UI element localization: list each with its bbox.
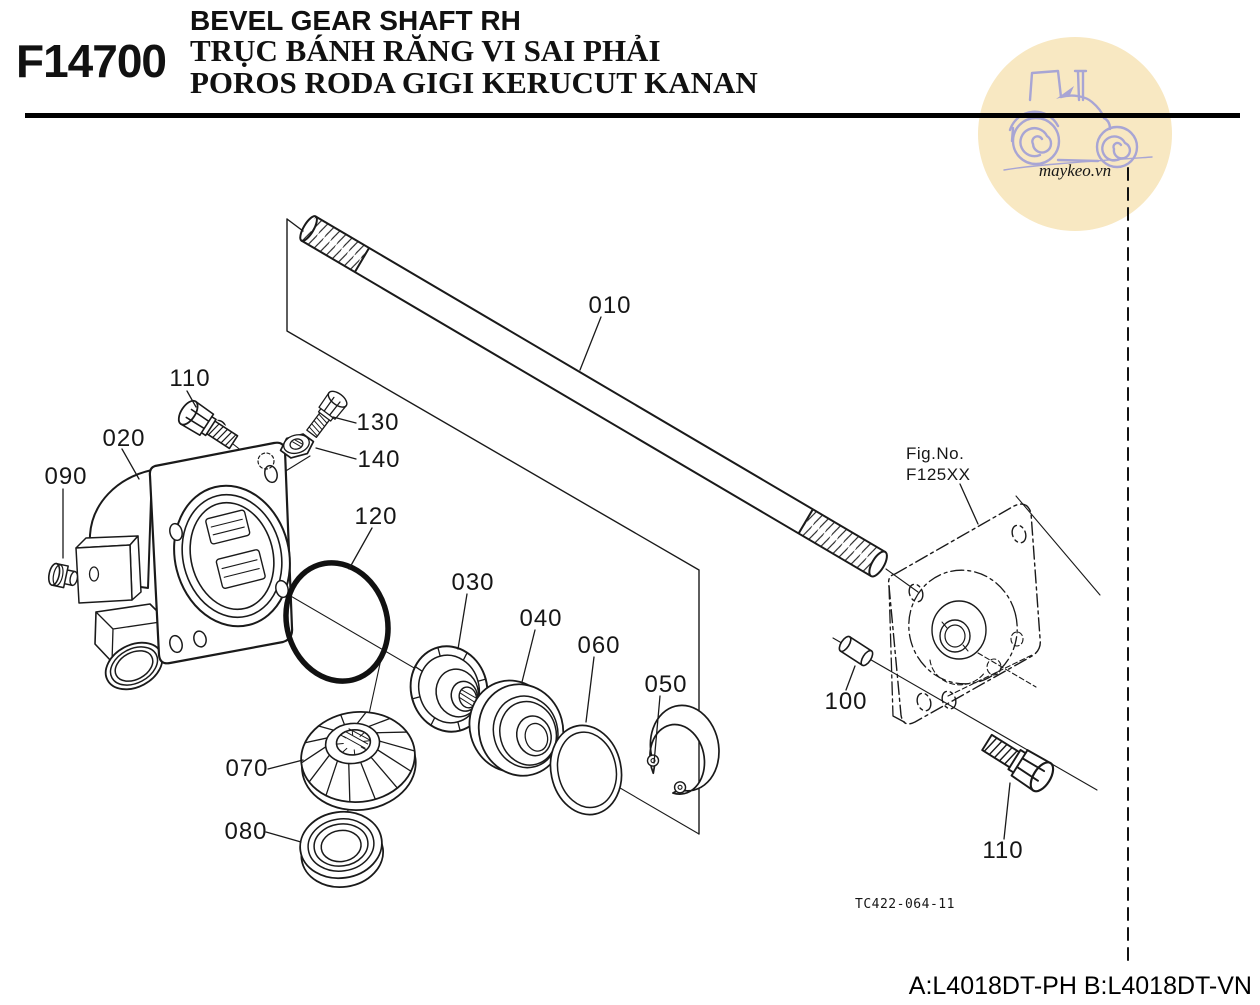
title-vietnamese: TRỤC BÁNH RĂNG VI SAI PHẢI <box>190 33 661 69</box>
part-label-020: 020 <box>102 425 145 452</box>
part-labels: 010 020 030 040 050 060 070 080 090 100 … <box>44 292 1023 864</box>
watermark-logo: maykeo.vn <box>978 37 1172 231</box>
part-label-140: 140 <box>357 446 400 473</box>
part-label-070: 070 <box>225 755 268 782</box>
bolt-110-right <box>977 727 1059 797</box>
part-label-130: 130 <box>356 409 399 436</box>
pin-100 <box>838 635 874 667</box>
shim-ring-drawing <box>549 724 623 816</box>
part-label-030: 030 <box>451 569 494 596</box>
gear-hub-drawing <box>409 645 489 733</box>
part-label-100: 100 <box>824 688 867 715</box>
part-label-110-left: 110 <box>169 365 210 392</box>
housing-flange-holes <box>169 464 289 654</box>
ref-figure-label: Fig.No. <box>906 444 964 463</box>
housing-left-block-front <box>75 544 133 604</box>
part-label-090: 090 <box>44 463 87 490</box>
part-label-080: 080 <box>224 818 267 845</box>
figure-code: F14700 <box>16 35 167 87</box>
title-indonesian: POROS RODA GIGI KERUCUT KANAN <box>190 65 758 101</box>
watermark-text: maykeo.vn <box>1039 161 1111 180</box>
leader-lines <box>62 316 1011 843</box>
seal-drawing <box>299 810 385 888</box>
part-label-110-right: 110 <box>982 837 1023 864</box>
header-rule <box>25 113 1240 118</box>
part-label-040: 040 <box>519 605 562 632</box>
watermark-circle <box>978 37 1172 231</box>
title-block: BEVEL GEAR SHAFT RH TRỤC BÁNH RĂNG VI SA… <box>190 6 758 100</box>
part-label-010: 010 <box>588 292 631 319</box>
housing-drawing <box>75 419 294 691</box>
part-label-050: 050 <box>644 671 687 698</box>
reference-plate-drawing <box>887 503 1042 725</box>
shaft-drawing <box>299 215 888 578</box>
o-ring-drawing <box>283 560 391 684</box>
model-applicability: A:L4018DT-PH B:L4018DT-VN <box>908 972 1252 1000</box>
bolt-110-left <box>174 396 242 455</box>
part-label-060: 060 <box>577 632 620 659</box>
ref-figure-value: F125XX <box>906 465 970 484</box>
part-label-120: 120 <box>354 503 397 530</box>
bevel-gear-drawing <box>300 710 417 812</box>
housing-neck-rings <box>104 641 164 691</box>
snap-ring-drawing <box>646 704 720 795</box>
drawing-code: TC422-064-11 <box>855 897 955 912</box>
tractor-icon <box>1003 69 1153 171</box>
nut-140 <box>279 433 315 459</box>
title-english: BEVEL GEAR SHAFT RH <box>190 5 521 36</box>
screw-130 <box>302 387 351 441</box>
plug-090 <box>47 562 79 589</box>
box-frame <box>286 218 700 835</box>
bearing-drawing <box>468 679 565 777</box>
housing-spline-window <box>205 509 266 589</box>
